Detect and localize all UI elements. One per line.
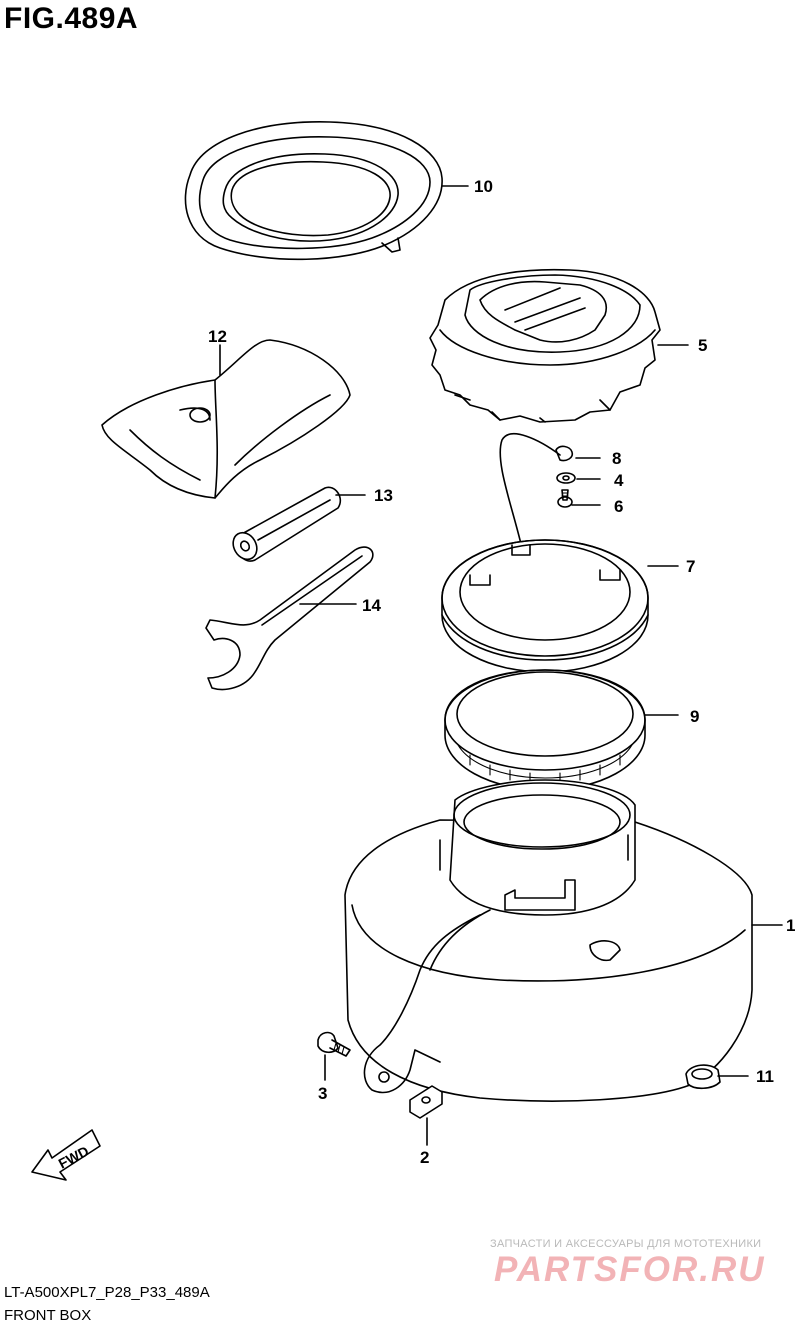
figure-name: FRONT BOX [4, 1307, 92, 1324]
callout-14: 14 [362, 596, 381, 615]
part-2-clip-nut [409, 1085, 443, 1119]
part-3-bolt [317, 1031, 351, 1057]
watermark-logo: PARTSFOR.RU [494, 1250, 766, 1289]
part-10-seal-ring [184, 121, 443, 261]
callout-13: 13 [374, 486, 393, 505]
callout-7: 7 [686, 557, 695, 576]
part-7-cap-ring [441, 539, 649, 673]
callout-12: 12 [208, 327, 227, 346]
callout-6: 6 [614, 497, 623, 516]
callout-1: 1 [786, 916, 795, 935]
part-13-cylinder [232, 486, 342, 562]
part-4-washer [556, 472, 576, 484]
callout-3: 3 [318, 1084, 327, 1103]
figure-code: LT-A500XPL7_P28_P33_489A [4, 1284, 210, 1301]
part-5-box-cap [429, 268, 661, 423]
callout-5: 5 [698, 336, 707, 355]
watermark-tagline: ЗАПЧАСТИ И АКСЕССУАРЫ ДЛЯ МОТОТЕХНИКИ [490, 1238, 762, 1250]
part-11-grommet-nut [685, 1064, 721, 1090]
leader-lines [219, 185, 783, 1146]
part-1-front-box [344, 779, 753, 1102]
callout-4: 4 [614, 471, 624, 490]
callout-11: 11 [756, 1067, 774, 1086]
figure-title: FIG.489A [4, 2, 139, 35]
callout-labels: 10 12 5 8 4 6 13 7 14 9 1 11 3 2 [208, 177, 795, 1167]
callout-10: 10 [474, 177, 493, 196]
part-14-spanner-wrench [205, 546, 374, 691]
part-9-gasket-ring [444, 669, 646, 791]
fwd-direction-badge: FWD [31, 1129, 101, 1181]
callout-8: 8 [612, 449, 621, 468]
part-6-screw [557, 489, 573, 508]
callout-2: 2 [420, 1148, 429, 1167]
callout-9: 9 [690, 707, 699, 726]
part-12-tool-bag [101, 339, 351, 499]
